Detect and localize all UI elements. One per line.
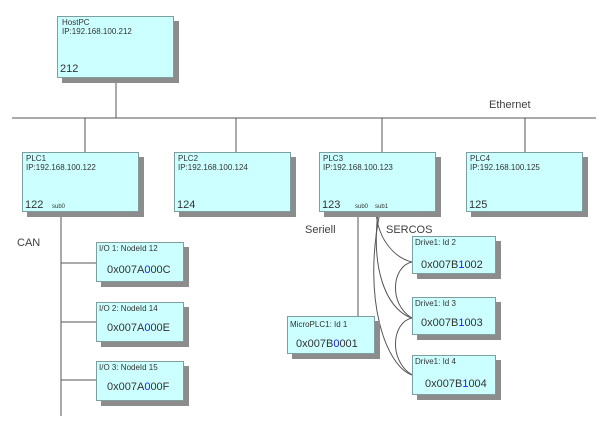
hostpc-node[interactable]: HostPC IP:192.168.100.212 212 [57,16,174,78]
io-node-title: I/O 3: NodeId 15 [99,363,158,372]
drive-node-2[interactable]: Drive1: Id 3 0x007B1003 [412,297,496,335]
drive-title: Drive1: Id 2 [415,238,456,247]
plc1-name: PLC1 [26,154,47,163]
plc2-name: PLC2 [178,154,199,163]
plc4-name: PLC4 [470,154,491,163]
hostpc-name: HostPC [62,18,90,27]
sercos-curve-1 [375,211,413,263]
io-node-address: 0x007A000E [107,322,171,334]
plc1-ip: IP:192.168.100.122 [26,163,96,172]
io-node-address: 0x007A000F [107,381,170,393]
plc4-ip: IP:192.168.100.125 [470,163,540,172]
seriell-label: Seriell [305,224,336,236]
sercos-loop-1 [395,261,413,319]
drive-address: 0x007B1003 [421,317,483,329]
plc3-id: 123 [322,199,341,211]
drive-address: 0x007B1002 [421,259,483,271]
plc2-ip: IP:192.168.100.124 [178,163,248,172]
plc3-name: PLC3 [323,154,344,163]
sercos-loop-2 [395,317,413,376]
io-node-title: I/O 2: NodeId 14 [99,304,158,313]
io-node-2[interactable]: I/O 2: NodeId 14 0x007A000E [96,302,184,342]
plc1-id: 122 [25,199,44,211]
micro-plc-node[interactable]: MicroPLC1: Id 1 0x007B0001 [287,316,375,354]
ethernet-label: Ethernet [489,99,531,111]
drive-title: Drive1: Id 3 [415,299,456,308]
plc3-ip: IP:192.168.100.123 [323,163,393,172]
sercos-curve-3 [373,211,413,376]
drive-node-1[interactable]: Drive1: Id 2 0x007B1002 [412,236,496,274]
plc2-node[interactable]: PLC2 IP:192.168.100.124 124 [174,152,291,212]
io-node-3[interactable]: I/O 3: NodeId 15 0x007A000F [96,361,184,401]
io-node-1[interactable]: I/O 1: NodeId 12 0x007A000C [96,242,184,282]
plc1-node[interactable]: PLC1 IP:192.168.100.122 122 sub0 [22,152,139,212]
micro-plc-title: MicroPLC1: Id 1 [290,320,348,329]
hostpc-ip: IP:192.168.100.212 [62,27,132,36]
micro-plc-address: 0x007B0001 [296,338,358,350]
io-node-address: 0x007A000C [107,264,171,276]
plc4-node[interactable]: PLC4 IP:192.168.100.125 125 [466,152,583,212]
sercos-label: SERCOS [386,224,433,236]
drive-node-3[interactable]: Drive1: Id 4 0x007B1004 [412,355,496,395]
plc3-node[interactable]: PLC3 IP:192.168.100.123 123 sub0 sub1 [319,152,436,212]
hostpc-id: 212 [60,63,79,75]
io-node-title: I/O 1: NodeId 12 [99,244,158,253]
plc2-id: 124 [177,199,196,211]
plc1-sub0: sub0 [52,204,66,210]
plc3-sub0: sub0 [355,204,369,210]
plc3-sub1: sub1 [375,204,389,210]
drive-address: 0x007B1004 [425,378,487,390]
drive-title: Drive1: Id 4 [415,357,456,366]
plc4-id: 125 [469,199,488,211]
can-label: CAN [17,237,41,249]
